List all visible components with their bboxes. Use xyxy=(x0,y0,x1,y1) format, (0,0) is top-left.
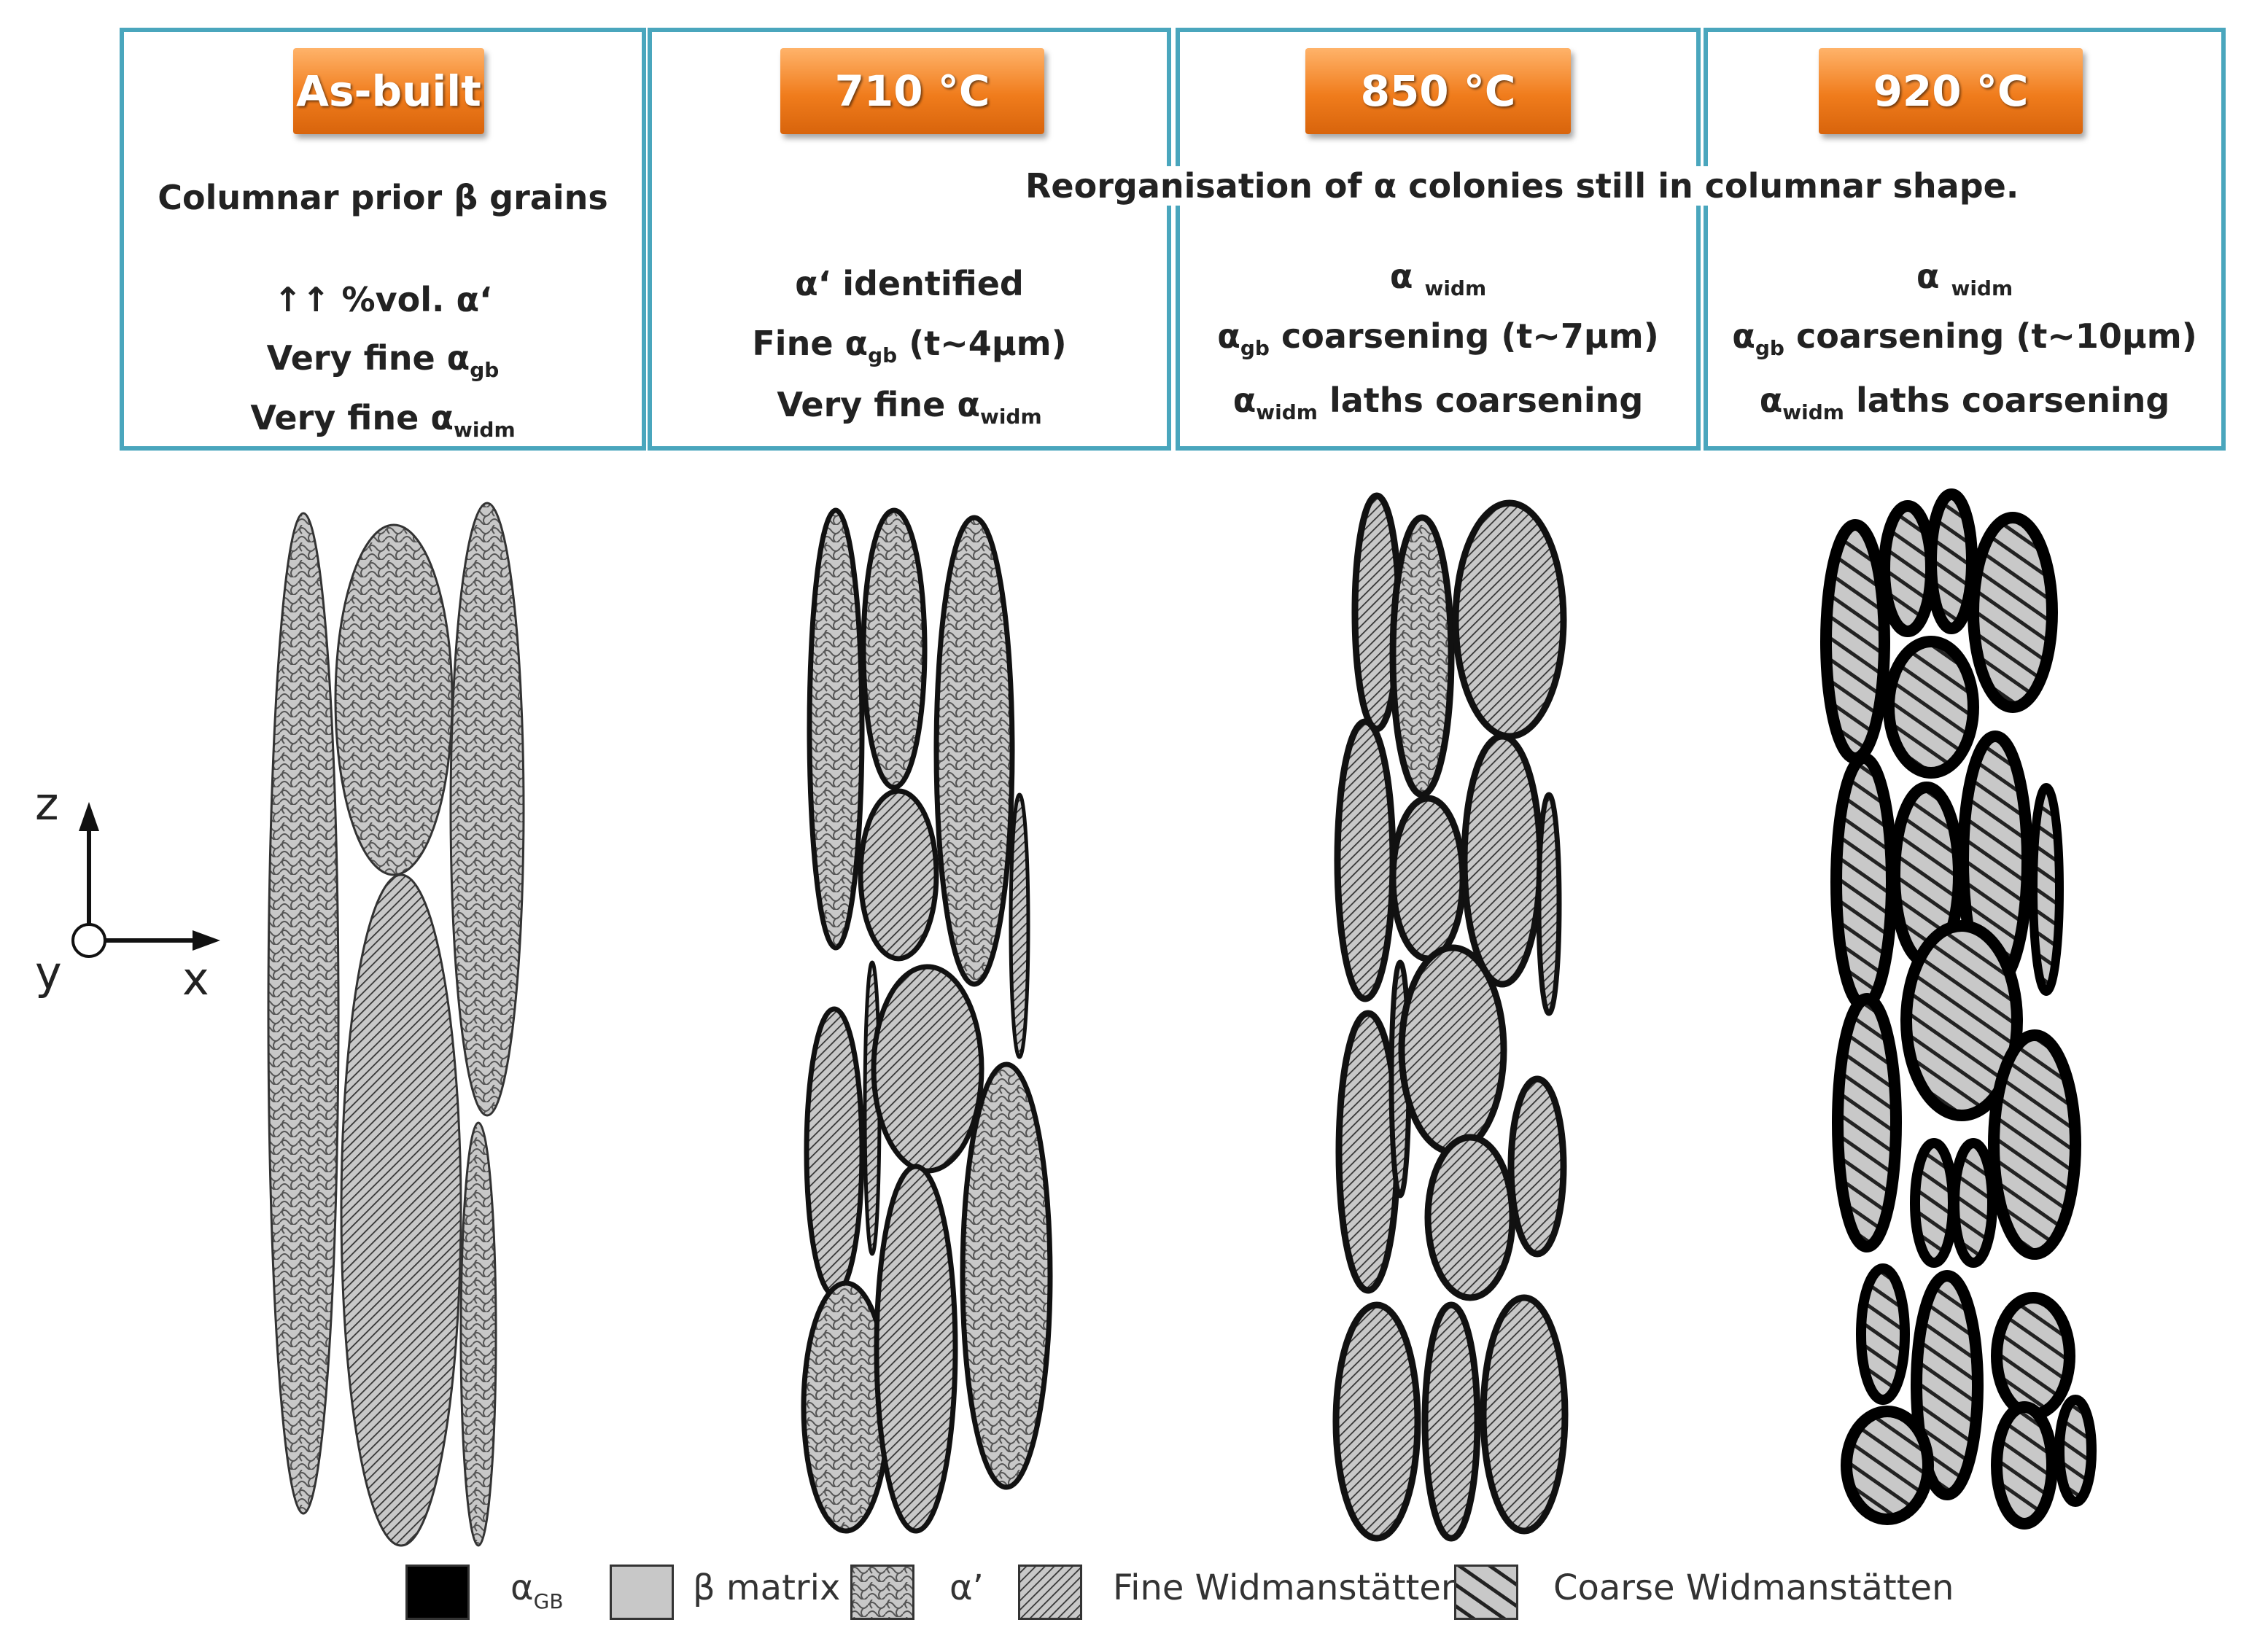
grain xyxy=(1883,636,1979,779)
panel-920-line-3: αwidm laths coarsening xyxy=(1759,381,2170,424)
panel-title-920: 920 °C xyxy=(1819,48,2083,134)
grain xyxy=(1991,1292,2075,1420)
grain xyxy=(1398,944,1507,1156)
grain xyxy=(1335,1010,1401,1294)
legend-label-beta-matrix: β matrix xyxy=(693,1567,841,1608)
grain xyxy=(1830,752,1898,1012)
as-built-line-3: Very fine αgb xyxy=(266,338,500,382)
z-axis-label: z xyxy=(35,777,59,830)
grain xyxy=(858,788,939,962)
grain xyxy=(1841,1406,1934,1525)
legend-label-alpha-prime: α’ xyxy=(949,1567,984,1608)
panel-710: 710 °C α‘ identified Fine αgb (t~4μm) Ve… xyxy=(648,28,1171,451)
legend-label-alpha-gb: αGB xyxy=(510,1567,564,1613)
grain xyxy=(1991,1401,2058,1530)
y-axis-origin xyxy=(71,923,106,958)
legend-swatch-alpha-gb xyxy=(405,1565,470,1620)
grain xyxy=(1461,733,1544,988)
panel-710-line-3: Very fine αwidm xyxy=(777,385,1042,429)
panel-920-line-1: α widm xyxy=(1916,257,2013,300)
grain xyxy=(334,523,454,876)
panel-920-line-2: αgb coarsening (t~10μm) xyxy=(1732,316,2197,360)
grain xyxy=(1507,1075,1567,1258)
grain xyxy=(449,502,525,1117)
grain xyxy=(2029,783,2064,996)
panel-title-as-built: As-built xyxy=(293,48,484,134)
grain xyxy=(2054,1395,2097,1507)
grain xyxy=(933,515,1015,987)
grain xyxy=(459,1121,497,1547)
grain xyxy=(1900,920,2023,1121)
grain xyxy=(1911,1270,1984,1500)
shared-note: Reorganisation of α colonies still in co… xyxy=(1021,166,2024,206)
grain xyxy=(1968,512,2058,713)
grain xyxy=(1452,499,1567,740)
grain xyxy=(1334,718,1397,1002)
grain xyxy=(1389,795,1467,962)
grain xyxy=(340,873,462,1547)
panel-920: 920 °C α widm αgb coarsening (t~10μm) αw… xyxy=(1704,28,2226,451)
grain xyxy=(1424,1134,1516,1301)
x-axis-label: x xyxy=(182,952,209,1005)
grain xyxy=(1389,514,1455,798)
panel-as-built: As-built Columnar prior β grains ↑↑ %vol… xyxy=(120,28,646,451)
legend-swatch-fine-widmanstatten xyxy=(1018,1565,1082,1620)
as-built-line-4: Very fine αwidm xyxy=(250,398,516,442)
as-built-line-2: ↑↑ %vol. α‘ xyxy=(273,280,492,319)
grain xyxy=(1332,1301,1421,1542)
legend-label-coarse-widmanstatten: Coarse Widmanstätten xyxy=(1553,1567,1954,1608)
grain xyxy=(1925,488,1978,634)
grain xyxy=(1949,1138,1997,1268)
as-built-line-1: Columnar prior β grains xyxy=(158,178,608,217)
z-axis-arrowhead xyxy=(79,802,99,831)
grain xyxy=(1988,1029,2081,1260)
grain xyxy=(267,512,340,1515)
850-column xyxy=(1332,492,1569,1542)
grain xyxy=(1421,1301,1481,1542)
grain xyxy=(1009,792,1030,1059)
panel-850-line-3: αwidm laths coarsening xyxy=(1232,381,1644,424)
panel-850: 850 °C α widm αgb coarsening (t~7μm) αwi… xyxy=(1176,28,1701,451)
as-built-column xyxy=(267,502,525,1547)
panel-title-710: 710 °C xyxy=(780,48,1044,134)
grain xyxy=(1820,519,1890,764)
710-column xyxy=(801,507,1053,1534)
grain xyxy=(1879,500,1937,637)
grain xyxy=(1536,792,1562,1016)
axis-indicator xyxy=(71,802,220,958)
panel-850-line-2: αgb coarsening (t~7μm) xyxy=(1217,316,1659,360)
920-column xyxy=(1820,488,2097,1530)
grain xyxy=(807,507,865,951)
grain xyxy=(861,507,928,790)
legend-swatch-beta-matrix xyxy=(610,1565,674,1620)
panel-710-line-2: Fine αgb (t~4μm) xyxy=(752,324,1067,367)
panel-710-line-1: α‘ identified xyxy=(795,264,1024,303)
x-axis-arrowhead xyxy=(193,930,220,951)
panel-850-line-1: α widm xyxy=(1389,257,1487,300)
grain xyxy=(871,964,984,1174)
panel-title-850: 850 °C xyxy=(1305,48,1571,134)
legend-label-fine-widmanstatten: Fine Widmanstätten xyxy=(1113,1567,1464,1608)
grain xyxy=(1480,1294,1569,1535)
grain xyxy=(960,1061,1053,1490)
grain xyxy=(874,1164,958,1534)
grain xyxy=(1856,1263,1910,1405)
y-axis-label: y xyxy=(35,946,62,1000)
grain xyxy=(1910,1138,1958,1268)
legend-swatch-alpha-prime xyxy=(850,1565,914,1620)
grain xyxy=(804,1006,865,1298)
grain xyxy=(1832,993,1902,1252)
legend-swatch-coarse-widmanstatten xyxy=(1454,1565,1518,1620)
